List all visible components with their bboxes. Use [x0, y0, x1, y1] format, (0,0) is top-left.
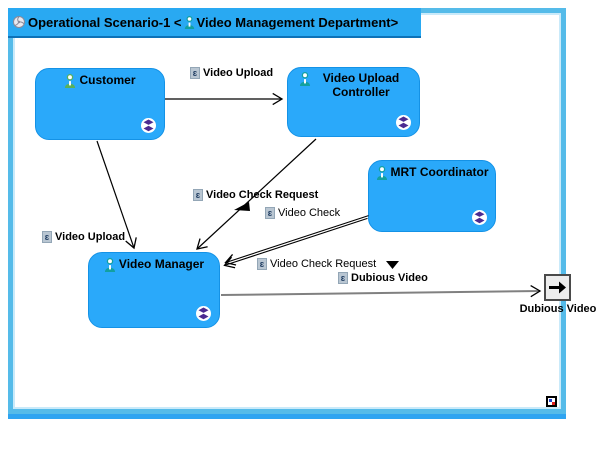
output-port-dubious-video[interactable]: [544, 274, 571, 301]
edge-video-check-line-a[interactable]: [224, 215, 369, 266]
edge-label-text: Video Upload: [203, 67, 274, 79]
port-label: Dubious Video: [519, 303, 597, 315]
edge-label-text: Video Check Request: [206, 189, 319, 201]
edge-video-upload-left[interactable]: [96, 140, 137, 250]
diagram-title-bar[interactable]: Operational Scenario-1 < Video Managemen…: [8, 8, 421, 38]
node-label: Video Upload Controller: [322, 71, 400, 99]
edge-label-video-check-request-bottom[interactable]: ɛ Video Check Request: [257, 258, 376, 270]
edge-label-text: Video Check: [278, 207, 341, 219]
corner-blue-dot: [549, 399, 552, 402]
edge-label-text: Video Upload: [55, 231, 126, 243]
direction-triangle-down: [386, 261, 399, 269]
diagram-title-entity: Video Management Department>: [196, 14, 399, 30]
diagram-title-prefix: Operational Scenario-1 <: [28, 14, 182, 30]
exchange-item-icon: ɛ: [190, 67, 200, 79]
port-arrow-icon: [549, 281, 566, 294]
edge-label-video-check[interactable]: ɛ Video Check: [265, 207, 340, 219]
edge-label-video-upload-left[interactable]: ɛ Video Upload: [42, 231, 125, 243]
node-video-upload-controller[interactable]: Video Upload Controller: [287, 67, 420, 137]
double-diamond-icon[interactable]: [396, 115, 411, 130]
entity-icon: [299, 72, 311, 86]
person-icon: [64, 74, 76, 88]
double-diamond-icon[interactable]: [196, 306, 211, 321]
edge-video-check-line-b[interactable]: [223, 217, 368, 269]
collapse-corner-icon[interactable]: [546, 396, 557, 407]
edge-label-dubious-video[interactable]: ɛ Dubious Video: [338, 272, 428, 284]
person-icon: [184, 15, 195, 29]
node-label: Video Manager: [118, 257, 205, 271]
direction-triangle-left: [234, 202, 250, 211]
selection-highlight-bar: [8, 414, 566, 419]
node-mrt-coordinator[interactable]: MRT Coordinator: [368, 160, 496, 232]
edge-video-check-request-diagonal[interactable]: [196, 138, 317, 250]
double-diamond-icon[interactable]: [141, 118, 156, 133]
node-video-manager[interactable]: Video Manager: [88, 252, 220, 328]
node-customer[interactable]: Customer: [35, 68, 165, 140]
exchange-item-icon: ɛ: [193, 189, 203, 201]
exchange-item-icon: ɛ: [265, 207, 275, 219]
exchange-item-icon: ɛ: [257, 258, 267, 270]
edge-label-text: Video Check Request: [270, 258, 377, 270]
edge-label-video-check-request-mid[interactable]: ɛ Video Check Request: [193, 189, 318, 201]
edge-label-text: Dubious Video: [351, 272, 428, 284]
exchange-item-icon: ɛ: [338, 272, 348, 284]
person-icon: [376, 166, 388, 180]
corner-red-dot: [552, 402, 555, 405]
person-icon: [104, 258, 116, 272]
exchange-item-icon: ɛ: [42, 231, 52, 243]
scenario-icon: [12, 15, 26, 29]
node-label: MRT Coordinator: [390, 165, 489, 179]
node-label: Customer: [79, 73, 136, 87]
edge-label-video-upload-top[interactable]: ɛ Video Upload: [190, 67, 273, 79]
edge-dubious-video[interactable]: [220, 284, 542, 298]
double-diamond-icon[interactable]: [472, 210, 487, 225]
